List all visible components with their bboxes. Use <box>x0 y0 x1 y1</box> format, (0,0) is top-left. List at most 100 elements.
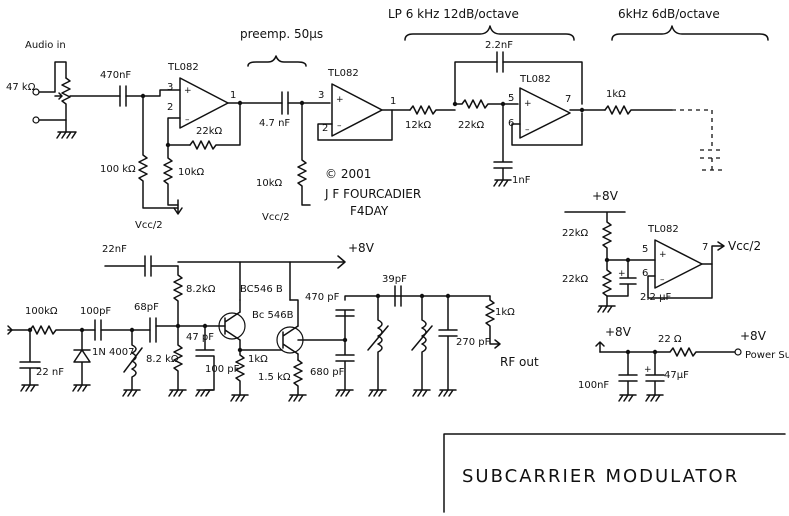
capacitor-270p <box>438 295 458 391</box>
label-r-1k5: 1.5 kΩ <box>258 372 291 383</box>
capacitor-47u <box>645 351 665 396</box>
credits: © 2001 J F FOURCADIER F4DAY <box>324 167 421 218</box>
label-power-supply: Power Supply <box>745 350 789 361</box>
label-plus8v-c: +8V <box>605 325 632 339</box>
svg-text:+: + <box>184 86 192 96</box>
ground-symbol-lp <box>493 179 512 187</box>
label-c-4n7: 4.7 nF <box>259 118 290 129</box>
label-vcc2-b: Vcc/2 <box>262 212 290 223</box>
label-vcc2-a: Vcc/2 <box>135 220 163 231</box>
capacitor-470p <box>335 295 491 341</box>
resistor-10k-b <box>297 102 311 206</box>
resistor-100k <box>138 95 179 209</box>
resistor-1k-rf <box>485 295 501 349</box>
title-block: SUBCARRIER MODULATOR <box>443 433 786 513</box>
label-r-10k-b: 10kΩ <box>256 178 283 189</box>
svg-text:–: – <box>525 125 530 135</box>
pin-5-d: 5 <box>642 244 648 255</box>
pot-8k2 <box>123 329 143 391</box>
label-plus8v-a: +8V <box>348 241 375 255</box>
pin-6-d: 6 <box>642 268 648 279</box>
ground-symbol <box>56 131 77 139</box>
label-callsign: F4DAY <box>350 204 389 218</box>
label-tl082-a: TL082 <box>167 62 199 73</box>
opamp-c-triangle <box>519 87 571 139</box>
resistor-8k2 <box>173 265 183 327</box>
svg-text:–: – <box>337 121 342 131</box>
label-r-1k-e: 1kΩ <box>248 354 268 365</box>
resistor-22k-lp <box>454 99 519 109</box>
label-c-470n: 470nF <box>100 70 131 81</box>
label-c-2n2: 2.2nF <box>485 40 513 51</box>
label-c-270p: 270 pF <box>456 337 491 348</box>
capacitor-680p <box>335 339 355 391</box>
label-r-1k-rf: 1kΩ <box>495 307 515 318</box>
label-c-680p: 680 pF <box>310 367 345 378</box>
label-lp-filter: LP 6 kHz 12dB/octave <box>388 7 519 21</box>
pin-2-a: 2 <box>167 102 173 113</box>
svg-text:+: + <box>644 365 652 375</box>
vcc2-generator: +8V 22kΩ 22kΩ + 2.2 μF TL082 + – 5 6 7 V… <box>562 189 761 313</box>
power-supply: +8V 22 Ω +8V Power Supply 100nF + 47μF <box>578 325 789 402</box>
pin-7-c: 7 <box>565 94 571 105</box>
svg-text:+: + <box>336 95 344 105</box>
label-c-470p: 470 pF <box>305 292 340 303</box>
input-terminal-bottom <box>32 116 40 124</box>
svg-text:+: + <box>618 269 626 279</box>
resistor-100k-in <box>11 325 96 335</box>
label-r-1k-out: 1kΩ <box>606 89 626 100</box>
capacitor-100n <box>618 351 638 396</box>
capacitor-1n <box>493 103 513 181</box>
capacitor-2n2 <box>496 51 504 73</box>
capacitor-100p-b <box>195 325 215 391</box>
inductor-b <box>411 295 433 391</box>
opamp-d-triangle <box>654 239 703 289</box>
resistor-10k-a <box>163 144 179 206</box>
capacitor-2u2 <box>606 259 637 297</box>
label-tl082-c: TL082 <box>519 74 551 85</box>
pin-1-a: 1 <box>230 90 236 101</box>
label-r-22k-d1: 22kΩ <box>562 228 589 239</box>
capacitor-100p <box>94 319 102 341</box>
capacitor-68p <box>149 317 157 343</box>
label-bc546-a: BC546 B <box>240 284 283 295</box>
label-author: J F FOURCADIER <box>324 187 421 201</box>
label-preemp: preemp. 50μs <box>240 27 323 41</box>
label-diode: 1N 4007 <box>92 347 134 358</box>
label-r-22k-lp: 22kΩ <box>458 120 485 131</box>
svg-text:–: – <box>660 275 665 285</box>
label-audio-in: Audio in <box>25 40 66 51</box>
label-r-82k: 8.2kΩ <box>186 284 216 295</box>
label-c-47u: 47μF <box>664 370 689 381</box>
label-c-22n-b: 22 nF <box>36 367 64 378</box>
svg-text:–: – <box>185 115 190 125</box>
label-c-39p: 39pF <box>382 274 407 285</box>
capacitor-22n-b <box>19 329 41 386</box>
label-tl082-b: TL082 <box>327 68 359 79</box>
label-plus8v-b: +8V <box>592 189 619 203</box>
lowpass-filter: LP 6 kHz 12dB/octave 2.2nF 12kΩ 22kΩ 1nF… <box>388 7 606 187</box>
label-r-12k: 12kΩ <box>405 120 432 131</box>
capacitor-470n <box>119 85 127 107</box>
label-c-100p-b: 100 pF <box>205 364 240 375</box>
resistor-1k-e <box>235 349 245 396</box>
label-c-100n: 100nF <box>578 380 609 391</box>
capacitor-39p <box>394 285 402 307</box>
diagram-title: SUBCARRIER MODULATOR <box>462 466 739 487</box>
label-c-100p: 100pF <box>80 306 111 317</box>
label-copyright: © 2001 <box>325 167 371 181</box>
pin-7-d: 7 <box>702 242 708 253</box>
transistor-bc546-a <box>218 312 246 340</box>
label-r-22ohm: 22 Ω <box>658 334 682 345</box>
label-lp-6k: 6kHz 6dB/octave <box>618 7 720 21</box>
diode-1n4007 <box>73 329 91 386</box>
label-r-22k-fb: 22kΩ <box>196 126 223 137</box>
label-pot-47k: 47 kΩ <box>6 82 36 93</box>
inductor-a <box>367 295 389 391</box>
resistor-1k-out <box>604 105 673 115</box>
label-c-1n: 1nF <box>512 175 531 186</box>
opamp-b: TL082 + – 3 2 1 <box>317 68 411 141</box>
pin-1-b: 1 <box>390 96 396 107</box>
label-bc546-b: Bc 546B <box>252 310 294 321</box>
